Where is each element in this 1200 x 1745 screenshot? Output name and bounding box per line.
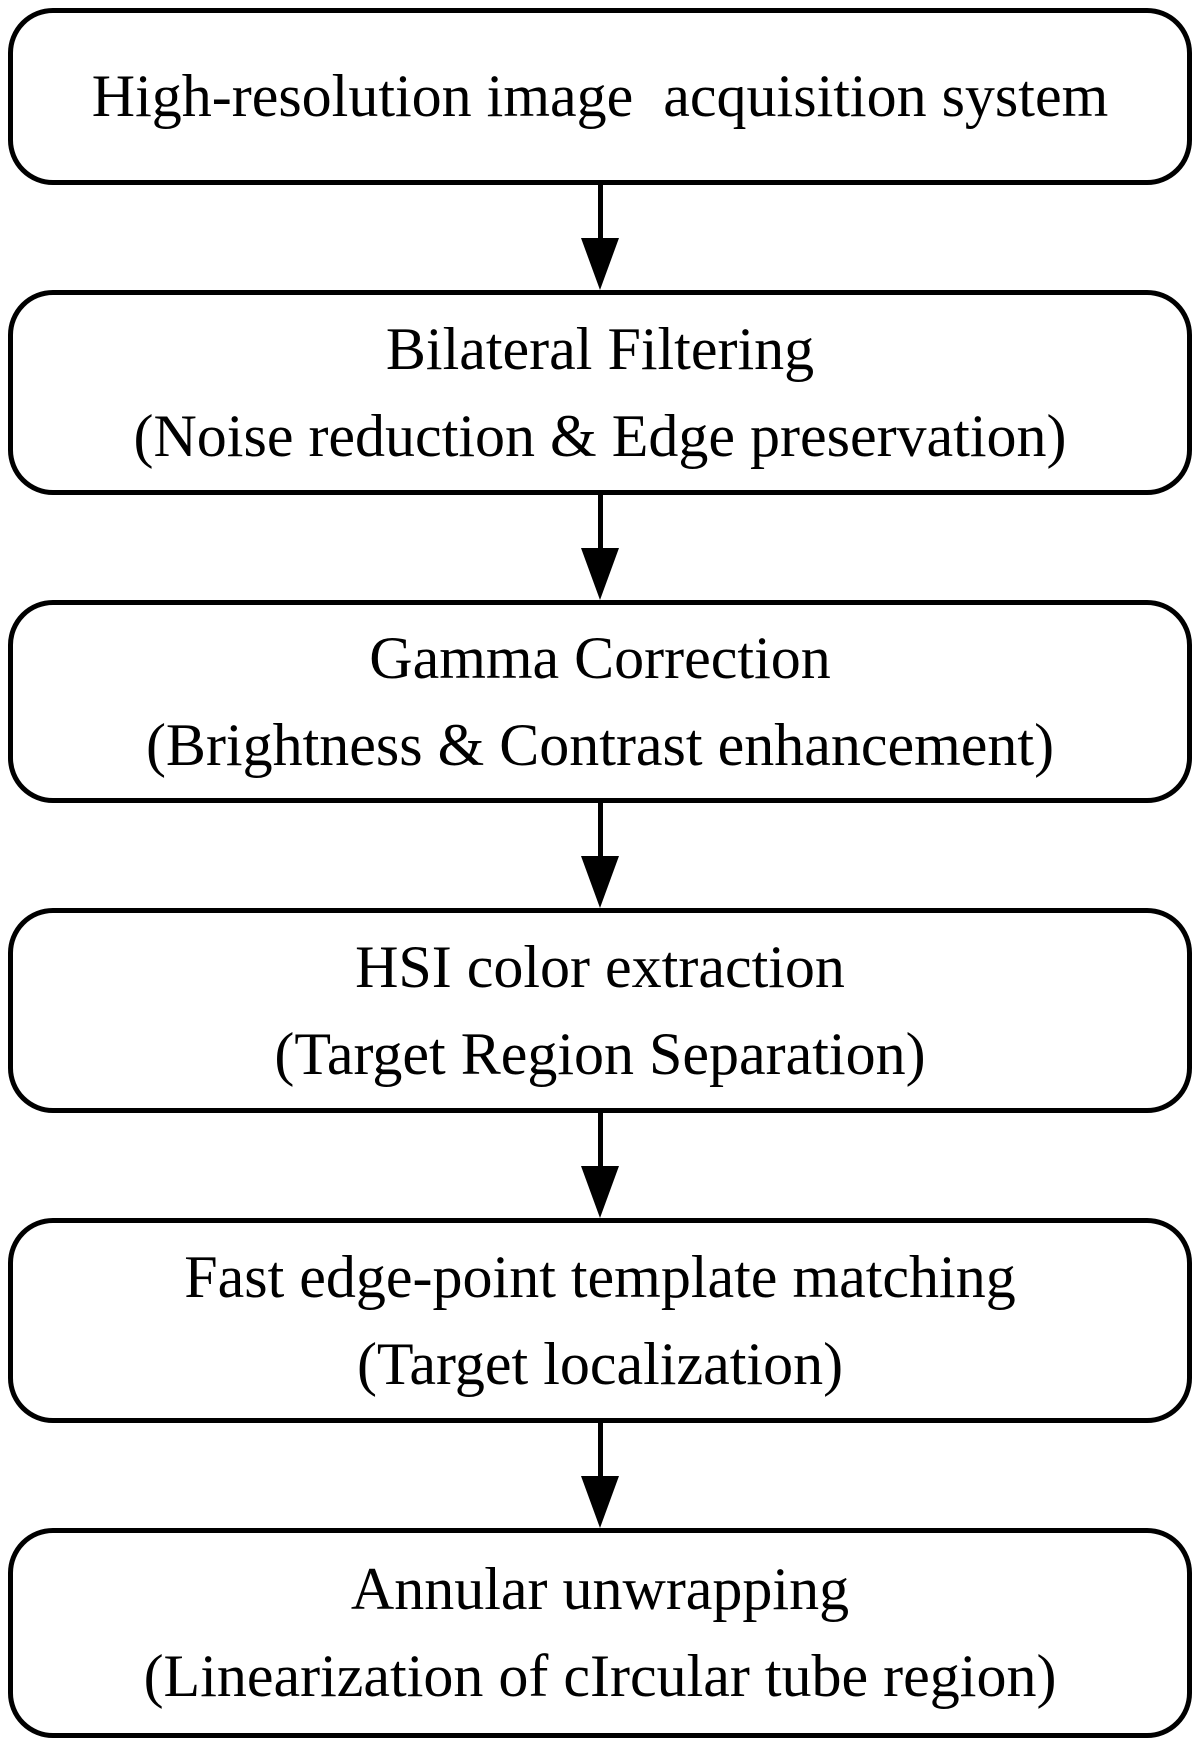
flow-step-annular-unwrapping: Annular unwrapping (Linearization of cIr… [8,1528,1192,1738]
down-arrow-connector [8,495,1192,600]
flow-step-template-matching: Fast edge-point template matching (Targe… [8,1218,1192,1423]
step-title: Gamma Correction [369,624,831,691]
step-subtitle: (Brightness & Contrast enhancement) [145,711,1055,778]
step-title: Annular unwrapping [350,1556,850,1622]
step-title: Bilateral Filtering [385,315,815,382]
step-subtitle: (Noise reduction & Edge preservation) [133,402,1067,469]
arrow-head-icon [581,238,619,290]
arrow-stem [597,185,603,238]
arrow-head-icon [581,856,619,908]
flow-step-gamma-correction: Gamma Correction (Brightness & Contrast … [8,600,1192,803]
arrow-head-icon [581,1166,619,1218]
arrow-head-icon [581,1476,619,1528]
step-title: Fast edge-point template matching [184,1243,1016,1310]
down-arrow-connector [8,1423,1192,1528]
arrow-stem [597,1423,603,1476]
down-arrow-connector [8,803,1192,908]
flow-step-bilateral-filtering: Bilateral Filtering (Noise reduction & E… [8,290,1192,495]
step-subtitle: (Linearization of cIrcular tube region) [143,1643,1057,1709]
arrow-stem [597,1113,603,1166]
arrow-head-icon [581,548,619,600]
flow-step-acquisition: High-resolution image acquisition system [8,8,1192,185]
arrow-stem [597,495,603,548]
step-title: HSI color extraction [355,933,845,1000]
arrow-stem [597,803,603,856]
step-title: High-resolution image acquisition system [91,63,1109,129]
down-arrow-connector [8,1113,1192,1218]
step-subtitle: (Target Region Separation) [274,1020,926,1087]
flow-step-hsi-color-extraction: HSI color extraction (Target Region Sepa… [8,908,1192,1113]
step-subtitle: (Target localization) [356,1330,844,1397]
down-arrow-connector [8,185,1192,290]
